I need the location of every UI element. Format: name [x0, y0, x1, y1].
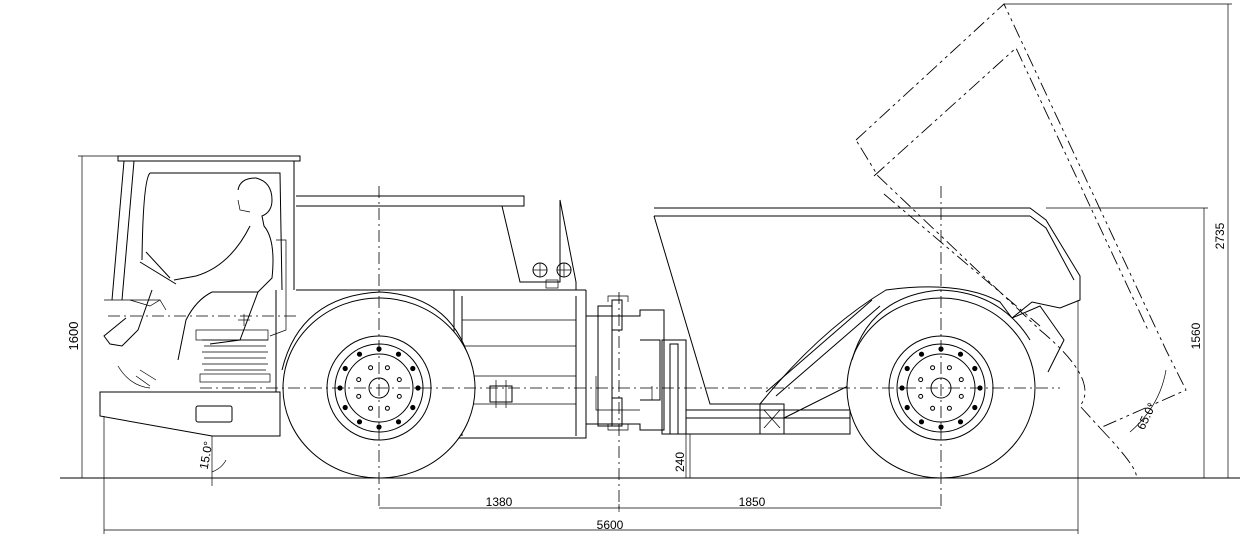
hub-stud [930, 365, 936, 371]
hub-stud [356, 377, 362, 383]
wheel-bolt [410, 404, 416, 411]
hub-stud [958, 377, 964, 383]
front-body-panel [453, 290, 587, 439]
hub-stud [918, 377, 924, 383]
hub-stud [946, 365, 952, 371]
wheel-bolt [395, 419, 402, 425]
hub-stud [918, 393, 924, 399]
dim-box-height: 1560 [1189, 322, 1203, 349]
wheel-bolt [410, 365, 416, 372]
hub-stud [384, 405, 390, 411]
operator-figure [173, 177, 287, 383]
wheel-bolt [918, 419, 925, 425]
wheel-bolt [342, 365, 348, 372]
wheel-bolt [957, 351, 964, 357]
dim-dump-height: 2735 [1213, 222, 1227, 249]
dim-pivot-to-rear-axle: 1850 [739, 495, 766, 509]
dim-overall-height: 1600 [66, 322, 81, 351]
hub-stud [384, 365, 390, 371]
hub-stud [946, 405, 952, 411]
rear-fender [851, 289, 1031, 361]
wheel-bolt [972, 365, 978, 372]
dim-front-axle-to-pivot: 1380 [486, 495, 513, 509]
hub-stud [368, 405, 374, 411]
wheel-bolt [918, 351, 925, 357]
center-lines [108, 186, 1060, 510]
dump-box-raised-phantom [855, 3, 1187, 479]
hub-stud [396, 377, 402, 383]
dim-dump-angle: 65.0° [1134, 400, 1159, 432]
operator-canopy [111, 155, 301, 301]
wheel-bolt [904, 404, 910, 411]
engine-hood [296, 195, 586, 291]
dimension-lines [78, 3, 1232, 534]
hub-stud [368, 365, 374, 371]
wheel-bolt [356, 419, 363, 425]
hub-stud [958, 393, 964, 399]
dim-overall-length: 5600 [597, 518, 624, 532]
steering-controls [103, 251, 177, 389]
dump-box-lowered [653, 207, 1081, 405]
articulation-joint [586, 295, 687, 435]
wheel-bolt [395, 351, 402, 357]
front-fender [281, 291, 473, 371]
wheel-bolt [342, 404, 348, 411]
wheel-bolt [957, 419, 964, 425]
wheel-bolt [415, 385, 421, 391]
hub-stud [356, 393, 362, 399]
wheel-bolt [938, 424, 944, 430]
hub-stud [930, 405, 936, 411]
dim-ground-clearance: 240 [673, 452, 687, 472]
wheel-bolt [376, 424, 382, 430]
dim-approach-angle: 15.0° [197, 440, 216, 470]
front-frame [99, 290, 281, 437]
hub-stud [396, 393, 402, 399]
wheel-bolt [972, 404, 978, 411]
wheel-bolt [904, 365, 910, 372]
wheel-bolt [356, 351, 363, 357]
wheel-bolt [899, 385, 905, 391]
